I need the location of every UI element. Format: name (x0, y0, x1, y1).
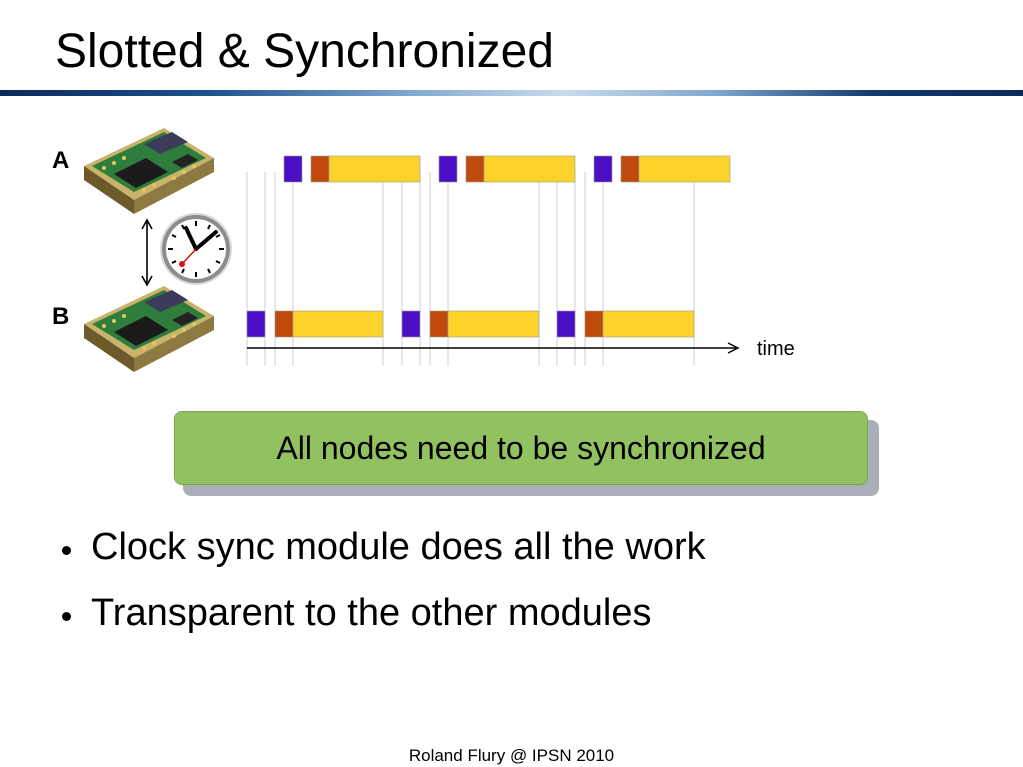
bullet-text: Clock sync module does all the work (91, 525, 706, 568)
bullet-list: Clock sync module does all the work Tran… (62, 525, 706, 657)
sync-callout-box: All nodes need to be synchronized (174, 411, 868, 485)
double-arrow-icon (141, 218, 153, 287)
node-a-timeline (283, 155, 731, 183)
time-axis-arrow (247, 342, 740, 354)
node-b-active-slot (602, 310, 695, 338)
bullet-dot-icon (62, 545, 71, 555)
bullet-item: Clock sync module does all the work (62, 525, 706, 569)
title-banner (0, 90, 1023, 96)
clock-icon (160, 213, 232, 285)
time-axis-label: time (757, 338, 795, 360)
node-a-active-slot (483, 155, 576, 183)
node-b-label: B (52, 303, 70, 330)
node-b-beacon-slot (401, 310, 421, 338)
node-a-sync-slot (310, 155, 330, 183)
bullet-item: Transparent to the other modules (62, 591, 706, 635)
sensor-board-b-icon (84, 286, 214, 372)
node-a-label: A (52, 147, 70, 174)
sensor-board-a-icon (84, 128, 214, 214)
node-a-sync-slot (465, 155, 485, 183)
bullet-text: Transparent to the other modules (91, 591, 652, 634)
node-a-beacon-slot (283, 155, 303, 183)
node-b-sync-slot (584, 310, 604, 338)
slide-footer: Roland Flury @ IPSN 2010 (408, 746, 615, 765)
node-b-beacon-slot (246, 310, 266, 338)
sync-diagram (84, 128, 740, 372)
node-a-active-slot (328, 155, 421, 183)
node-b-timeline (246, 310, 695, 338)
node-a-beacon-slot (438, 155, 458, 183)
node-a-sync-slot (620, 155, 640, 183)
node-b-sync-slot (274, 310, 294, 338)
slide-title: Slotted & Synchronized (55, 25, 554, 78)
node-b-active-slot (447, 310, 540, 338)
node-a-active-slot (638, 155, 731, 183)
bullet-dot-icon (62, 611, 71, 621)
node-a-beacon-slot (593, 155, 613, 183)
node-b-beacon-slot (556, 310, 576, 338)
node-b-sync-slot (429, 310, 449, 338)
callout-text: All nodes need to be synchronized (276, 429, 766, 466)
node-b-active-slot (292, 310, 384, 338)
